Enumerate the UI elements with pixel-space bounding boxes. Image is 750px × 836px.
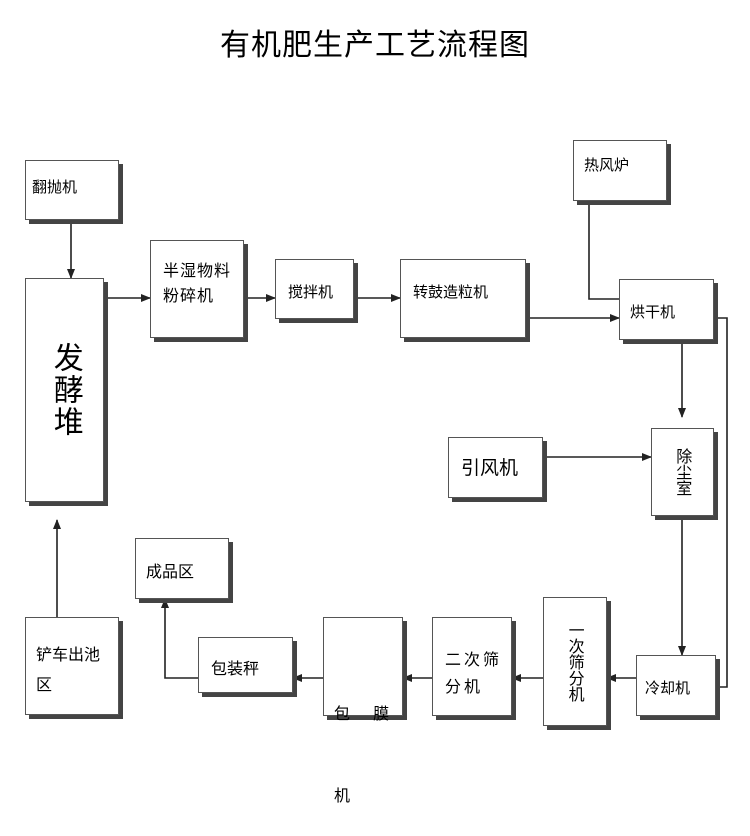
- node-fensui-label-1: 半湿物料: [163, 261, 232, 280]
- node-yici: 一次筛分机: [543, 597, 607, 726]
- node-fensui: 半湿物料 粉碎机: [150, 240, 244, 338]
- node-fajiao: 发酵堆: [25, 278, 104, 502]
- node-erci: 二次筛 分机: [432, 617, 512, 716]
- node-zaoli-label: 转鼓造粒机: [413, 283, 489, 301]
- node-fajiao-label: 发酵堆: [47, 342, 83, 438]
- node-chanche-label-2: 区: [36, 675, 53, 695]
- node-chuchen-label: 除尘室: [673, 448, 693, 496]
- arrow-baozhuang-to-chengpin: [161, 598, 198, 679]
- node-fanpao: 翻抛机: [25, 160, 119, 220]
- node-baomo-label-1: 包 膜: [334, 704, 390, 724]
- node-erci-label-2: 分机: [445, 677, 484, 697]
- node-fanpao-label: 翻抛机: [32, 178, 78, 196]
- node-honggan: 烘干机: [619, 279, 714, 340]
- node-fensui-label-2: 粉碎机: [163, 285, 215, 305]
- node-chanche-label-1: 铲车出池: [36, 645, 101, 664]
- node-jiaoban-label: 搅拌机: [288, 283, 334, 301]
- diagram-title: 有机肥生产工艺流程图: [220, 28, 530, 63]
- node-yici-label: 一次筛分机: [565, 621, 585, 702]
- line-honggan-return: [714, 317, 728, 688]
- node-yinfeng: 引风机: [448, 437, 543, 498]
- node-zaoli: 转鼓造粒机: [400, 259, 526, 338]
- node-chanche: 铲车出池 区: [25, 617, 119, 715]
- node-lengque: 冷却机: [636, 655, 716, 716]
- node-lengque-label: 冷却机: [645, 679, 691, 697]
- line-refenglu-to-honggan: [588, 201, 619, 300]
- node-refenglu: 热风炉: [573, 140, 667, 201]
- node-baozhuang: 包装秤: [198, 637, 293, 693]
- node-chengpin: 成品区: [135, 538, 229, 599]
- node-chengpin-label: 成品区: [146, 562, 195, 581]
- node-erci-label-1: 二次筛: [445, 650, 503, 669]
- node-baomo: 包 膜 机: [323, 617, 403, 805]
- node-baomo-label-2: 机: [334, 785, 351, 805]
- node-honggan-label: 烘干机: [630, 303, 676, 321]
- node-baozhuang-label: 包装秤: [211, 659, 260, 678]
- node-chuchen: 除尘室: [651, 428, 714, 516]
- node-yinfeng-label: 引风机: [461, 457, 519, 479]
- node-refenglu-label: 热风炉: [584, 156, 630, 174]
- flow-connectors: [53, 201, 728, 688]
- node-jiaoban: 搅拌机: [275, 259, 354, 319]
